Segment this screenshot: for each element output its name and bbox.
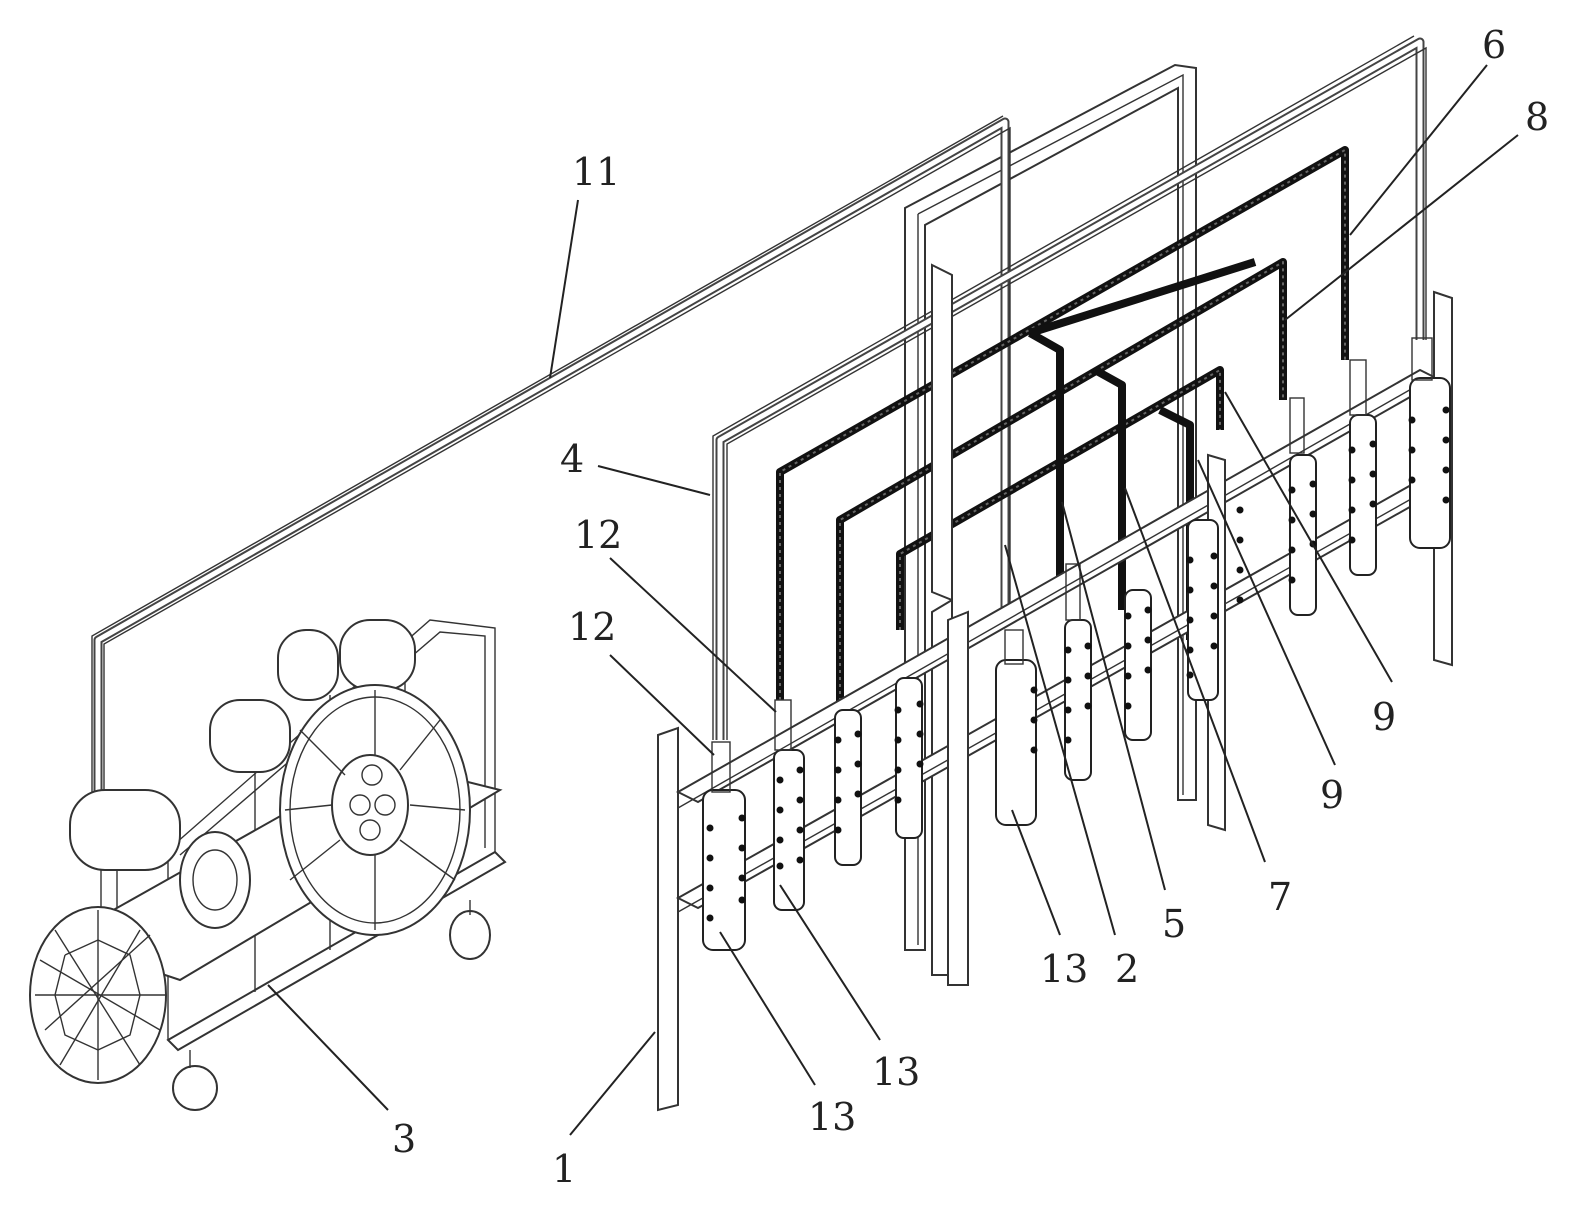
label-8: 8 [1525,95,1549,139]
leader-lines [267,64,1519,1136]
label-6: 6 [1482,23,1506,67]
label-10: 9 [1372,695,1396,739]
cylinders [100,337,1451,951]
label-5: 5 [1162,902,1186,946]
pipe-4 [712,35,1427,740]
label-3: 3 [392,1117,416,1161]
label-11: 11 [572,150,620,194]
label-1: 1 [552,1147,576,1191]
label-12-upper: 12 [574,513,622,557]
pipe-11 [91,115,1011,830]
label-2: 2 [1115,947,1139,991]
blower-3 [29,619,507,1111]
label-9: 9 [1320,773,1344,817]
label-13-mid: 13 [872,1050,920,1094]
label-13-left: 13 [808,1095,856,1139]
label-4: 4 [560,437,584,481]
reference-numerals: 11 4 12 12 6 8 9 9 7 5 2 13 13 13 3 1 [392,23,1549,1191]
dark-pipes [776,146,1349,715]
label-13-right: 13 [1040,947,1088,991]
label-12-lower: 12 [568,605,616,649]
label-7: 7 [1268,875,1292,919]
